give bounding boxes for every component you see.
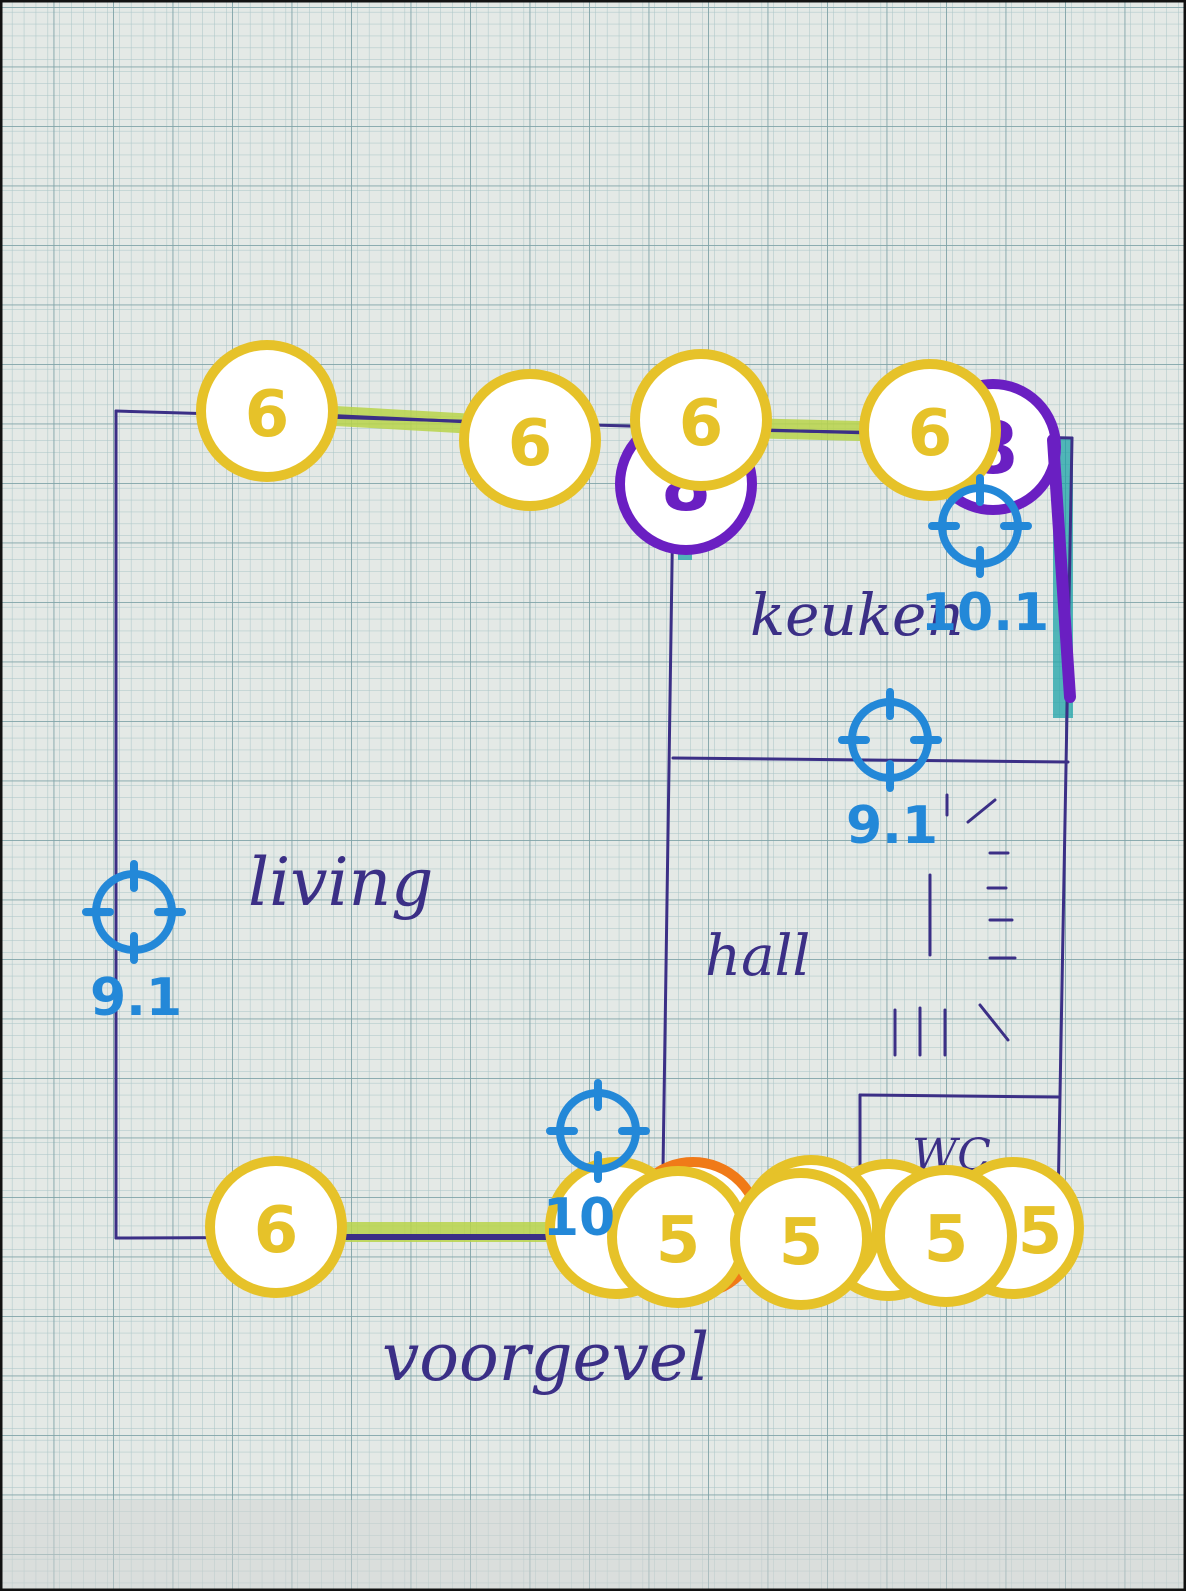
svg-text:6: 6 — [254, 1194, 299, 1268]
stairs-sketch — [893, 793, 1017, 1057]
room-label-keuken: keuken — [750, 581, 964, 649]
marker-6-top-1[interactable]: 6 — [196, 340, 338, 482]
svg-text:5: 5 — [1018, 1195, 1063, 1269]
target-crosshair-left[interactable] — [82, 860, 186, 964]
target-crosshair-hall[interactable] — [838, 688, 942, 792]
room-label-hall: hall — [705, 924, 810, 989]
facade-label-voorgevel: voorgevel — [382, 1319, 709, 1396]
svg-text:6: 6 — [908, 397, 953, 471]
marker-5-3[interactable]: 5 — [875, 1165, 1017, 1307]
target-crosshair-bottom[interactable] — [546, 1079, 650, 1183]
marker-5-2[interactable]: 5 — [730, 1168, 872, 1310]
marker-6-top-2[interactable]: 6 — [459, 369, 601, 511]
svg-text:5: 5 — [656, 1204, 701, 1278]
svg-text:6: 6 — [508, 407, 553, 481]
marker-6-top-3[interactable]: 6 — [630, 349, 772, 491]
svg-text:5: 5 — [779, 1206, 824, 1280]
target-label-kitchen: 10.1 — [921, 583, 1049, 643]
target-label-hall: 9.1 — [846, 796, 938, 856]
purple-wall-stroke — [1047, 434, 1076, 703]
marker-6-bottom[interactable]: 6 — [205, 1156, 347, 1298]
room-label-living: living — [248, 844, 433, 921]
marker-6-top-4[interactable]: 6 — [859, 359, 1001, 501]
svg-text:6: 6 — [245, 378, 290, 452]
svg-text:5: 5 — [924, 1203, 969, 1277]
target-label-left: 9.1 — [90, 968, 182, 1028]
target-crosshair-kitchen[interactable] — [928, 474, 1032, 578]
target-label-bottom: 10 — [543, 1188, 615, 1248]
marker-5-1[interactable]: 5 — [607, 1166, 749, 1308]
svg-text:6: 6 — [679, 387, 724, 461]
